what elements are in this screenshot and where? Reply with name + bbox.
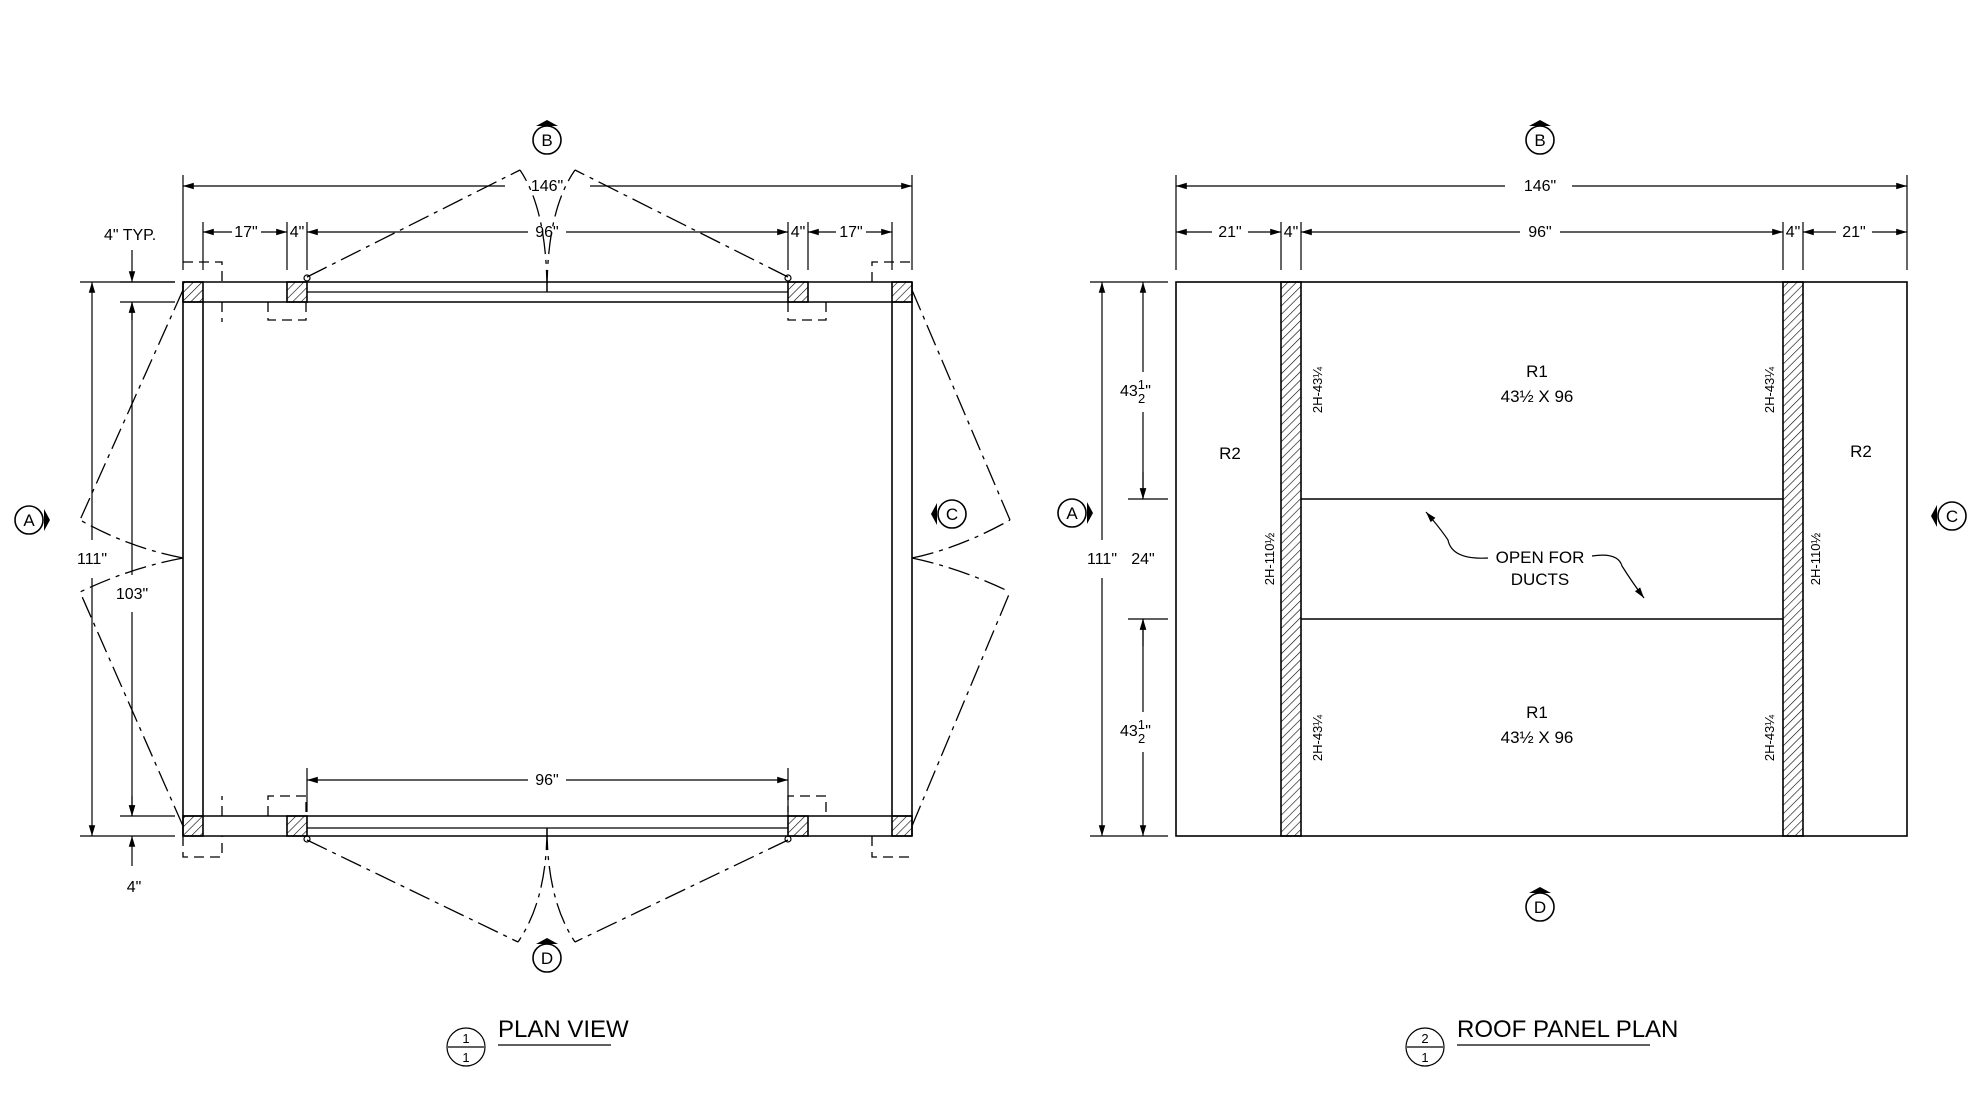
roof-dim-4-left: 4" (1284, 224, 1299, 241)
roof-marker-a-label: A (1066, 504, 1078, 523)
roof-duct-note: OPEN FOR DUCTS (1425, 511, 1645, 599)
roof-header-left-mid: 2H-110½ (1262, 533, 1277, 586)
roof-dim-24: 24" (1131, 551, 1154, 568)
roof-dim-111: 111" (1087, 551, 1117, 568)
plan-marker-a[interactable]: A (14, 505, 50, 535)
roof-r2-left-label: R2 (1219, 444, 1241, 463)
roof-marker-d-label: D (1534, 898, 1546, 917)
plan-dim-17-left: 17" (234, 224, 257, 241)
roof-r1-top-size: 43½ X 96 (1501, 387, 1574, 406)
plan-view: 146" 17" 4" 96" 4" 17" 4" TYP. (14, 120, 1011, 1067)
plan-view-title-block: 1 1 PLAN VIEW (446, 1016, 629, 1067)
roof-ref-top: 2 (1421, 1031, 1428, 1046)
roof-header-right-top: 2H-43¼ (1762, 367, 1777, 413)
roof-header-right-bottom: 2H-43¼ (1762, 715, 1777, 761)
plan-dim-111: 111" (77, 551, 107, 568)
roof-marker-b[interactable]: B (1525, 120, 1555, 155)
plan-dim-4-bottom: 4" (127, 879, 142, 896)
plan-dim-typ-note: 4" TYP. (104, 227, 156, 244)
plan-marker-b-label: B (541, 131, 552, 150)
roof-dim-96: 96" (1528, 224, 1551, 241)
roof-note-line1: OPEN FOR (1496, 548, 1585, 567)
roof-ref-bottom: 1 (1421, 1050, 1428, 1065)
plan-door-swings (79, 169, 1011, 943)
roof-header-left-bottom: 2H-43¼ (1310, 715, 1325, 761)
roof-r1-bottom-label: R1 (1526, 703, 1548, 722)
plan-ref-top: 1 (462, 1031, 469, 1046)
roof-dimensions: 146" 21" 4" 96" 4" 21" 111" 4 (1087, 175, 1908, 837)
plan-marker-d-label: D (541, 949, 553, 968)
plan-walls (182, 261, 913, 858)
plan-dim-103: 103" (116, 586, 148, 603)
roof-panel-plan: R1 43½ X 96 R1 43½ X 96 R2 R2 2H-43¼ 2H-… (1057, 120, 1967, 1067)
roof-r1-bottom-size: 43½ X 96 (1501, 728, 1574, 747)
roof-outline (1175, 281, 1908, 837)
plan-marker-c-label: C (946, 505, 958, 524)
plan-dim-96-top: 96" (535, 224, 558, 241)
roof-dim-21-right: 21" (1842, 224, 1865, 241)
roof-dim-146: 146" (1524, 178, 1556, 195)
plan-dim-146: 146" (531, 178, 563, 195)
roof-panel-plan-title: ROOF PANEL PLAN (1457, 1016, 1678, 1043)
roof-dim-21-left: 21" (1218, 224, 1241, 241)
plan-dim-4-right: 4" (791, 224, 806, 241)
roof-marker-d[interactable]: D (1525, 887, 1555, 922)
plan-marker-b[interactable]: B (532, 120, 562, 155)
roof-r2-right-label: R2 (1850, 442, 1872, 461)
plan-dimensions: 146" 17" 4" 96" 4" 17" 4" TYP. (77, 175, 913, 896)
roof-marker-b-label: B (1534, 131, 1545, 150)
roof-r1-top-label: R1 (1526, 362, 1548, 381)
plan-view-title: PLAN VIEW (498, 1016, 629, 1043)
roof-header-right-mid: 2H-110½ (1808, 533, 1823, 586)
plan-marker-c[interactable]: C (931, 499, 967, 529)
roof-header-left-top: 2H-43¼ (1310, 367, 1325, 413)
plan-dim-17-right: 17" (839, 224, 862, 241)
plan-dim-96-bottom: 96" (535, 772, 558, 789)
roof-title-block: 2 1 ROOF PANEL PLAN (1405, 1016, 1678, 1067)
plan-marker-a-label: A (23, 511, 35, 530)
plan-ref-bottom: 1 (462, 1050, 469, 1065)
roof-note-line2: DUCTS (1511, 570, 1570, 589)
plan-dim-4-left: 4" (290, 224, 305, 241)
plan-marker-d[interactable]: D (532, 938, 562, 973)
roof-marker-c-label: C (1946, 507, 1958, 526)
roof-marker-a[interactable]: A (1057, 498, 1093, 528)
roof-marker-c[interactable]: C (1931, 501, 1967, 531)
roof-dim-4-right: 4" (1786, 224, 1801, 241)
